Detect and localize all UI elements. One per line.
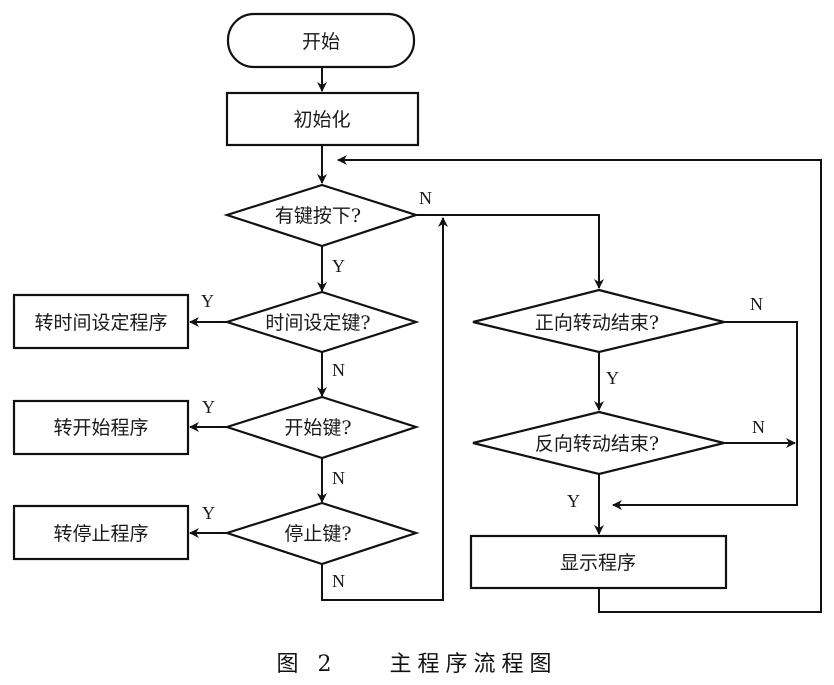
decision-shape (223, 290, 420, 354)
node-start: 开始 (226, 12, 416, 69)
label-key-pressed-yes: Y (332, 256, 345, 276)
key-pressed-label: 有键按下? (275, 205, 361, 227)
terminator-shape (226, 12, 416, 69)
process-shape (469, 534, 728, 590)
label-forward-yes: Y (606, 368, 619, 388)
node-forward-done: 正向转动结束? (472, 288, 725, 354)
label-start-key-no: N (332, 468, 345, 488)
edge-display-loop (337, 155, 822, 613)
label-stop-key-no: N (332, 571, 345, 591)
init-label: 初始化 (293, 109, 350, 131)
stop-key-label: 停止键? (284, 523, 351, 545)
node-display: 显示程序 (469, 534, 728, 590)
edge-stop-key-no (321, 217, 448, 601)
connectors (189, 67, 822, 613)
process-shape (12, 399, 190, 456)
label-stop-key-yes: Y (202, 503, 215, 523)
node-reverse-done: 反向转动结束? (472, 410, 725, 476)
label-time-set-no: N (332, 360, 345, 380)
node-goto-stop: 转停止程序 (12, 504, 190, 561)
label-forward-no: N (750, 294, 763, 314)
start-label: 开始 (302, 31, 340, 53)
label-key-pressed-no: N (419, 188, 432, 208)
goto-start-label: 转开始程序 (53, 417, 148, 439)
display-label: 显示程序 (560, 552, 636, 574)
forward-done-label: 正向转动结束? (535, 312, 659, 334)
node-key-pressed: 有键按下? (223, 183, 420, 248)
goto-stop-label: 转停止程序 (53, 523, 148, 545)
process-shape (12, 293, 190, 350)
decision-shape (472, 410, 725, 476)
process-shape (225, 91, 420, 147)
goto-time-set-label: 转时间设定程序 (34, 312, 167, 334)
figure-caption: 图 2 主程序流程图 (277, 652, 558, 677)
node-start-key: 开始键? (223, 395, 420, 460)
label-start-key-yes: Y (202, 397, 215, 417)
decision-shape (223, 395, 420, 460)
node-goto-time-set: 转时间设定程序 (12, 293, 190, 350)
node-init: 初始化 (225, 91, 420, 147)
node-goto-start: 转开始程序 (12, 399, 190, 456)
decision-shape (223, 183, 420, 248)
decision-shape (223, 501, 420, 566)
reverse-done-label: 反向转动结束? (535, 433, 659, 455)
edge-forward-no (612, 321, 798, 510)
label-reverse-yes: Y (567, 491, 580, 511)
node-time-set-key: 时间设定键? (223, 290, 420, 354)
decision-shape (472, 288, 725, 354)
node-stop-key: 停止键? (223, 501, 420, 566)
start-key-label: 开始键? (284, 417, 351, 439)
edge-labels: N Y Y N Y N Y N N Y N Y (201, 188, 765, 591)
label-reverse-no: N (752, 417, 765, 437)
edge-key-pressed-no (416, 214, 604, 289)
label-time-set-yes: Y (201, 291, 214, 311)
process-shape (12, 504, 190, 561)
time-set-key-label: 时间设定键? (265, 312, 370, 334)
